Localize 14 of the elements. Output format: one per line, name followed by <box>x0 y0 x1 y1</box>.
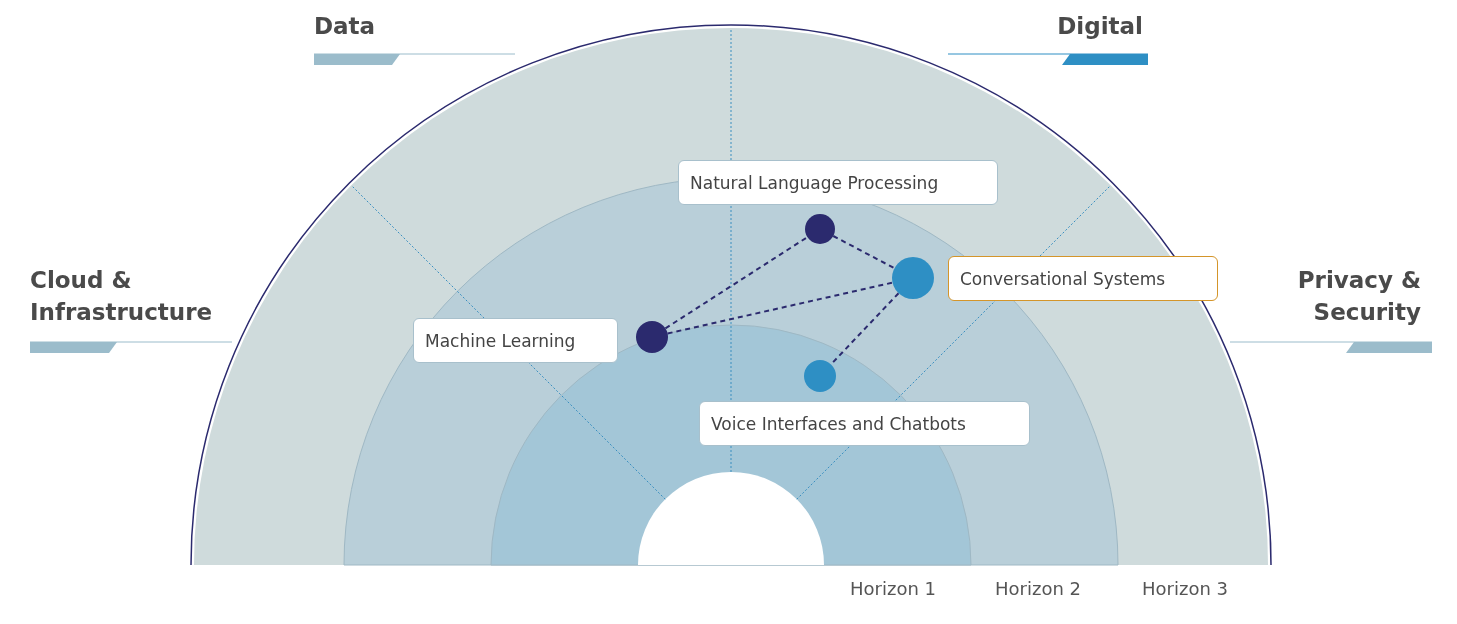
category-label: Digital <box>1057 12 1143 41</box>
connector-line <box>832 235 896 270</box>
technology-label: Voice Interfaces and Chatbots <box>699 401 1030 446</box>
connector-line <box>666 281 894 335</box>
ring-label: Horizon 1 <box>850 578 936 599</box>
category-label: Privacy & Security <box>1296 266 1421 327</box>
connector-line <box>664 236 809 330</box>
category-label: Cloud & Infrastructure <box>30 266 214 327</box>
category-label: Data <box>314 12 376 41</box>
technology-label: Conversational Systems <box>948 256 1218 301</box>
ring-label: Horizon 2 <box>995 578 1081 599</box>
technology-label: Machine Learning <box>413 318 618 363</box>
ring-label: Horizon 3 <box>1142 578 1228 599</box>
technology-label: Natural Language Processing <box>678 160 998 205</box>
